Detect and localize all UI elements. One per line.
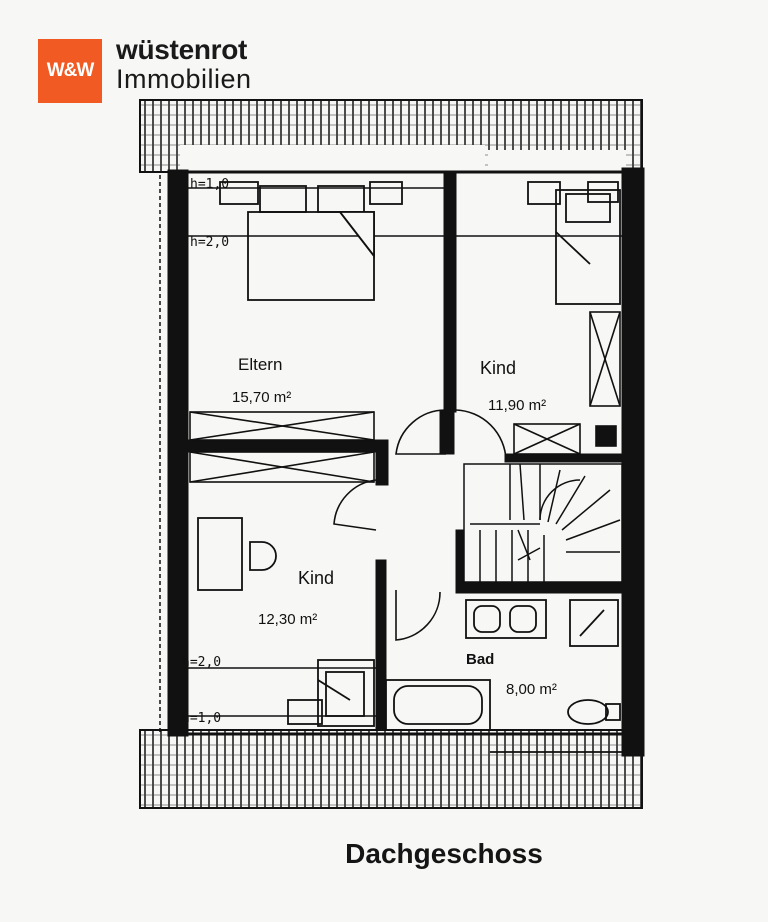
brand-text: wüstenrot Immobilien [116, 36, 252, 93]
door-swings [333, 409, 507, 641]
height-label-bottom-1: h=1,0 [182, 711, 221, 726]
single-bed-right [527, 181, 621, 305]
bath-fixtures [385, 599, 622, 753]
single-bed-bottom [287, 659, 375, 727]
wardrobe-eltern [189, 411, 375, 483]
interior-walls [187, 171, 623, 731]
double-bed [219, 181, 403, 301]
room-area-bad: 8,00 m² [506, 681, 557, 698]
wardrobe-kind-right [513, 311, 621, 455]
room-area-kind-right: 11,90 m² [488, 397, 546, 414]
brand-sub: Immobilien [116, 64, 252, 94]
room-area-eltern: 15,70 m² [232, 389, 291, 406]
room-name-kind-left: Kind [298, 568, 334, 588]
room-area-kind-left: 12,30 m² [258, 611, 317, 628]
wuestenrot-logo: W&W [38, 39, 102, 103]
plan-caption: Dachgeschoss [345, 838, 543, 869]
staircase [463, 463, 623, 583]
brand-name: wüstenrot [116, 34, 248, 65]
desk [197, 517, 277, 591]
roof-hatch-bottom [139, 729, 643, 809]
height-label-bottom-2: h=2,0 [182, 655, 221, 670]
height-label-top-2: h=2,0 [190, 235, 229, 250]
room-name-bad: Bad [466, 651, 494, 668]
height-label-top-1: h=1,0 [190, 177, 229, 192]
logo-mark-text: W&W [46, 60, 95, 81]
room-name-eltern: Eltern [238, 355, 282, 374]
room-name-kind-right: Kind [480, 358, 516, 378]
